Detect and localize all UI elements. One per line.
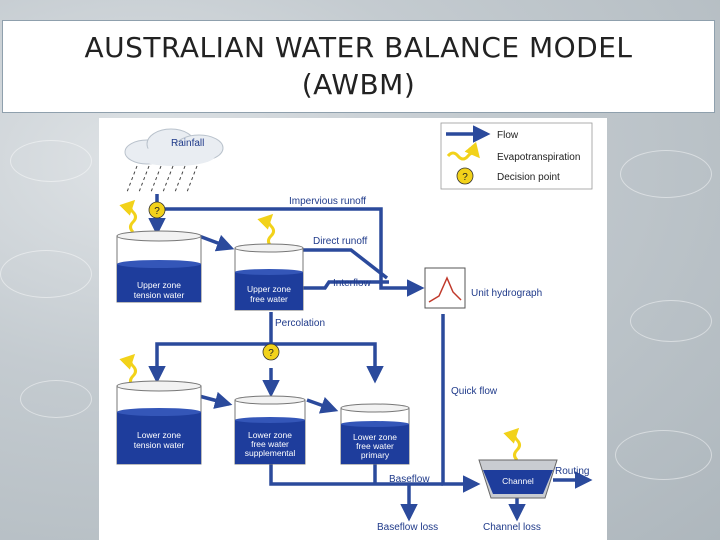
title-line-1: AUSTRALIAN WATER BALANCE MODEL (84, 31, 633, 64)
background-ripple (0, 250, 92, 298)
flow-arrow (306, 397, 339, 414)
svg-text:primary: primary (361, 450, 390, 460)
unit-hydrograph-box (424, 267, 466, 309)
flow-arrow (198, 391, 233, 409)
channel-loss-label: Channel loss (483, 522, 541, 533)
interflow-label: Interflow (333, 278, 372, 289)
background-ripple (10, 140, 92, 182)
title-line-2: (AWBM) (301, 68, 416, 101)
flow-arrow (198, 234, 235, 252)
legend-decision-symbol: ? (462, 172, 468, 183)
percolation-label: Percolation (275, 318, 325, 329)
svg-text:supplemental: supplemental (245, 448, 296, 458)
legend-evapotranspiration-label: Evapotranspiration (497, 152, 580, 163)
svg-text:free water: free water (250, 294, 288, 304)
legend-decision-label: Decision point (497, 172, 560, 183)
legend-decision-icon (456, 167, 474, 185)
routing-label: Routing (555, 466, 589, 477)
background-ripple (620, 150, 712, 198)
direct-runoff-arrow (299, 248, 389, 280)
rain-cloud-icon: Rainfall (124, 128, 224, 193)
channel-trough: Channel (478, 459, 558, 499)
diagram-canvas: Flow Evapotranspiration ? Decision point… (116, 122, 593, 533)
channel-label: Channel (502, 476, 534, 486)
svg-text:Upper zone: Upper zone (137, 280, 181, 290)
tank-upper-free: Upper zone free water (234, 243, 304, 311)
legend-flow-label: Flow (497, 130, 519, 141)
svg-text:tension water: tension water (134, 440, 185, 450)
svg-text:?: ? (268, 348, 274, 359)
slide-title: AUSTRALIAN WATER BALANCE MODEL (AWBM) (2, 20, 715, 113)
quick-flow-label: Quick flow (451, 386, 498, 397)
svg-text:?: ? (154, 206, 160, 217)
direct-runoff-label: Direct runoff (313, 236, 368, 247)
legend-evapotranspiration-icon (446, 141, 480, 161)
awbm-diagram: Flow Evapotranspiration ? Decision point… (99, 118, 607, 540)
tank-lower-primary: Lower zone free water primary (340, 403, 410, 465)
percolation-arrow (148, 312, 273, 384)
tank-upper-tension: Upper zone tension water (116, 230, 202, 303)
background-ripple (615, 430, 712, 480)
legend: Flow Evapotranspiration ? Decision point (440, 122, 593, 190)
svg-text:Upper zone: Upper zone (247, 284, 291, 294)
baseflow-loss-label: Baseflow loss (377, 522, 438, 533)
rainfall-label: Rainfall (171, 138, 204, 149)
flow-network (148, 194, 593, 522)
unit-hydrograph-label: Unit hydrograph (471, 288, 542, 299)
impervious-runoff-label: Impervious runoff (289, 196, 366, 207)
svg-text:free water: free water (251, 439, 289, 449)
tank-lower-tension: Lower zone tension water (116, 380, 202, 465)
evapotranspiration-arrows (119, 199, 521, 462)
flow-arrow (441, 468, 481, 493)
baseflow-arrow (269, 464, 443, 486)
interflow-arrow (299, 280, 389, 290)
svg-text:Lower zone: Lower zone (248, 430, 292, 440)
svg-text:tension water: tension water (134, 290, 185, 300)
background-ripple (20, 380, 92, 418)
flow-arrow (271, 342, 384, 384)
baseflow-label: Baseflow (389, 474, 430, 485)
decision-point-icon: ? (262, 343, 280, 361)
svg-text:Lower zone: Lower zone (137, 430, 181, 440)
svg-text:free water: free water (356, 441, 394, 451)
hydrograph-curve-icon (428, 276, 462, 303)
impervious-runoff-arrow (165, 207, 425, 297)
svg-text:Lower zone: Lower zone (353, 432, 397, 442)
tank-lower-supplemental: Lower zone free water supplemental (234, 395, 306, 465)
background-ripple (630, 300, 712, 342)
decision-point-icon: ? (148, 201, 166, 219)
